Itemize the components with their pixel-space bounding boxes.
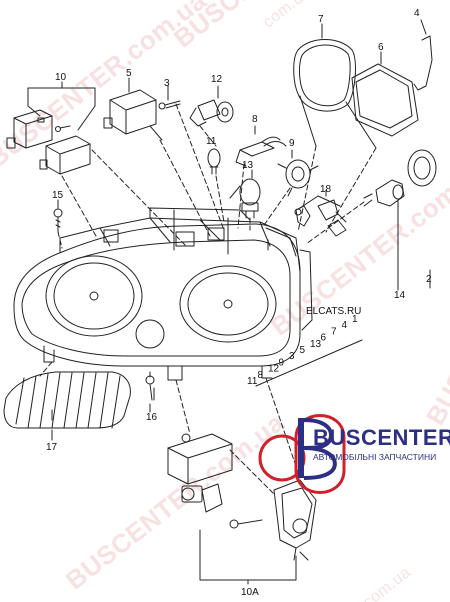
reference-chain-label: 1: [352, 314, 358, 325]
assembly-dashed-lines: [39, 103, 377, 495]
callout-11: 11: [206, 136, 217, 147]
part-8-connector: [235, 125, 287, 167]
callout-12: 12: [211, 74, 223, 85]
part-11-small-bulb: [207, 148, 221, 175]
callout-8: 8: [252, 114, 258, 125]
leader-lines: [51, 81, 431, 585]
reference-chain-label: 12: [268, 364, 280, 375]
callout-2: 2: [426, 274, 432, 285]
reference-chain-label: 11: [247, 376, 258, 387]
callout-9: 9: [289, 138, 295, 149]
reference-chain-label: 4: [342, 320, 348, 331]
part-12-bulb: [189, 85, 234, 127]
part-18-clips: [294, 195, 347, 237]
reference-chain-label: 13: [310, 339, 322, 350]
part-14-bulb: [363, 149, 437, 289]
logo-tagline: АВТОМОБІЛЬНІ ЗАПЧАСТИНИ: [313, 452, 437, 462]
callout-3: 3: [164, 78, 170, 89]
reference-chain-label: 5: [300, 345, 306, 356]
buscenter-logo-mark: [258, 414, 346, 494]
logo-brand-name: BUSCENTER: [313, 425, 450, 450]
part-5-motor: [103, 77, 163, 141]
headlight-housing: [13, 207, 313, 381]
callout-16: 16: [146, 412, 158, 423]
callout-13: 13: [242, 160, 254, 171]
reference-chain-label: 9: [279, 357, 285, 368]
overlay-text: ELCATS.RU: [306, 306, 361, 317]
callout-labels: 7 4 6 10 5 3 12 8 9 11 13 15 18 14 2 16 …: [46, 8, 432, 598]
part-16-screw: [145, 375, 155, 401]
callout-14: 14: [394, 290, 406, 301]
part-15-screw: [53, 199, 63, 233]
part-13-bulb: [229, 169, 261, 219]
part-17-lens-cover: [3, 371, 131, 441]
callout-6: 6: [378, 42, 384, 53]
callout-7: 7: [318, 14, 324, 25]
part-10-modules: [6, 83, 96, 175]
callout-10a: 10A: [241, 587, 259, 598]
reference-chain-label: 8: [258, 370, 264, 381]
part-7-gasket: [293, 23, 377, 149]
part-10a-bracket: [167, 433, 317, 561]
callout-4: 4: [414, 8, 420, 19]
callout-5: 5: [126, 68, 132, 79]
part-4-clip: [413, 19, 433, 91]
reference-chain-label: 6: [321, 333, 327, 344]
part-3-screw: [158, 85, 181, 110]
callout-15: 15: [52, 190, 64, 201]
reference-chain-label: 3: [289, 351, 295, 362]
callout-18: 18: [320, 184, 332, 195]
reference-chain-label: 7: [331, 326, 337, 337]
callout-17: 17: [46, 442, 58, 453]
part-6-cap: [351, 51, 419, 137]
part-9-socket: [277, 149, 319, 197]
callout-10: 10: [55, 72, 67, 83]
